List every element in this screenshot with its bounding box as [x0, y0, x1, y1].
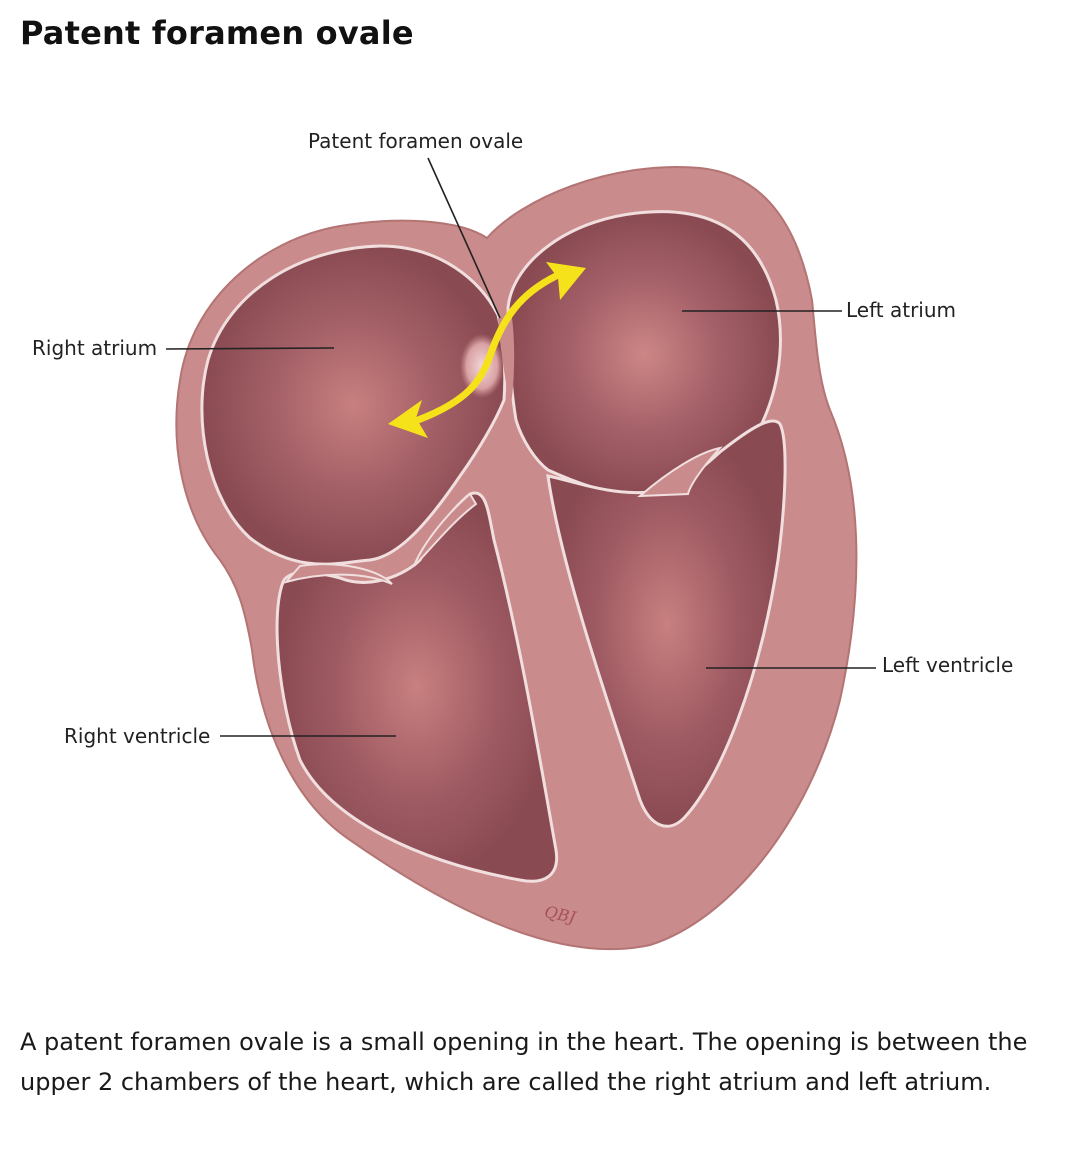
valve-leaflet-right: [413, 492, 478, 567]
right-atrium-chamber: [200, 244, 507, 566]
shunt-arrowhead-right-icon: [546, 262, 586, 300]
tricuspid-valve-flap: [283, 563, 393, 585]
right-ventricle-chamber: [275, 491, 559, 883]
page-title: Patent foramen ovale: [20, 14, 414, 52]
leader-line-right-atrium: [165, 347, 335, 350]
label-right-atrium: Right atrium: [32, 336, 157, 360]
shunt-arrowhead-left-icon: [388, 400, 428, 438]
leader-line-pfo: [427, 157, 501, 319]
label-left-atrium: Left atrium: [846, 298, 956, 322]
label-right-ventricle: Right ventricle: [64, 724, 210, 748]
label-patent-foramen-ovale: Patent foramen ovale: [308, 129, 523, 153]
figure-caption: A patent foramen ovale is a small openin…: [20, 1028, 1028, 1096]
label-left-ventricle: Left ventricle: [882, 653, 1013, 677]
shunt-arrow-path: [414, 272, 560, 424]
pfo-heart-diagram: Patent foramen ovale Right atrium Left a…: [32, 129, 1013, 951]
mitral-valve-flap: [637, 446, 723, 498]
interatrial-septum: [498, 318, 515, 410]
